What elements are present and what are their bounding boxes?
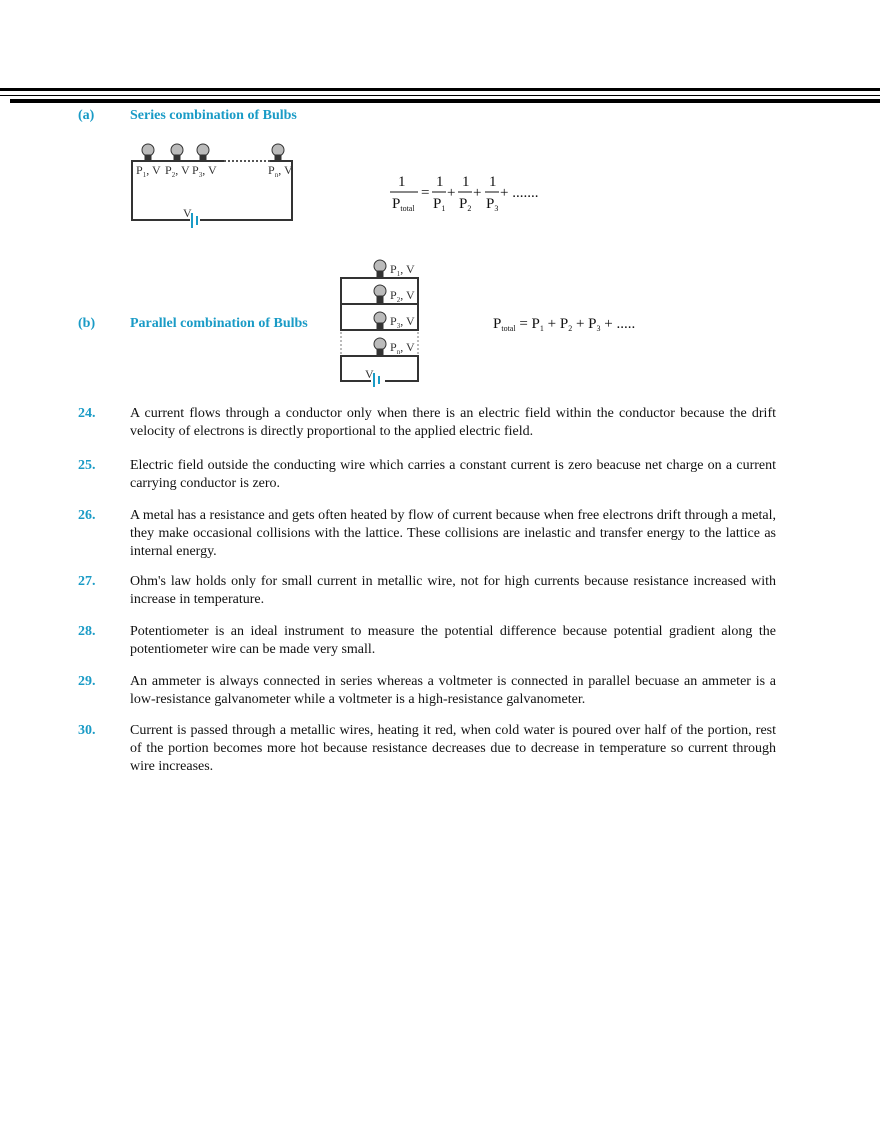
list-item: 27.Ohm's law holds only for small curren… (78, 574, 776, 607)
svg-text:1: 1 (398, 174, 406, 190)
svg-text:1: 1 (462, 174, 470, 190)
bulb-icon (271, 143, 285, 162)
svg-text:V: V (183, 206, 192, 220)
svg-text:1: 1 (436, 174, 444, 190)
list-item: 30.Current is passed through a metallic … (78, 723, 776, 774)
list-item: 26.A metal has a resistance and gets oft… (78, 508, 776, 559)
svg-text:P1, V: P1, V (136, 163, 161, 179)
svg-text:V: V (365, 367, 374, 381)
svg-text:P3: P3 (486, 196, 498, 213)
header-rule (10, 99, 880, 103)
svg-text:P1: P1 (433, 196, 445, 213)
list-item: 28.Potentiometer is an ideal instrument … (78, 624, 776, 657)
svg-text:+ .......: + ....... (500, 185, 538, 201)
list-item: 29.An ammeter is always connected in ser… (78, 674, 776, 707)
svg-text:+: + (447, 185, 455, 201)
section-a-title: Series combination of Bulbs (130, 108, 297, 123)
bulb-icon (373, 284, 387, 305)
parallel-circuit-diagram: P1, V P2, V P3, V Pn, V V (340, 259, 420, 387)
svg-text:Pn, V: Pn, V (390, 340, 415, 356)
bulb-icon (196, 143, 210, 162)
series-circuit-diagram: P1, V P2, V P3, V Pn, V V (131, 143, 293, 228)
series-formula: 1 Ptotal = 1 P1 + 1 P2 + 1 P3 + ....... (390, 174, 538, 213)
bulb-icon (141, 143, 155, 162)
bulb-icon (373, 259, 387, 279)
bulb-icon (170, 143, 184, 162)
svg-text:Ptotal = P1 + P2 + P3 + .....: Ptotal = P1 + P2 + P3 + ..... (493, 316, 635, 333)
list-item: 25.Electric field outside the conducting… (78, 458, 776, 491)
section-b-label: (b) (78, 316, 96, 331)
section-a-label: (a) (78, 108, 95, 123)
svg-text:P2: P2 (459, 196, 471, 213)
section-b-title: Parallel combination of Bulbs (130, 316, 308, 331)
header-rule (0, 88, 880, 91)
list-item: 24.A current flows through a conductor o… (78, 406, 776, 439)
svg-text:P3, V: P3, V (390, 314, 415, 330)
svg-text:P1, V: P1, V (390, 262, 415, 278)
parallel-formula: Ptotal = P1 + P2 + P3 + ..... (493, 316, 635, 333)
svg-text:=: = (421, 185, 429, 201)
svg-text:P3, V: P3, V (192, 163, 217, 179)
svg-text:+: + (473, 185, 481, 201)
bulb-icon (373, 337, 387, 357)
bulb-icon (373, 311, 387, 331)
svg-text:P2, V: P2, V (165, 163, 190, 179)
svg-text:Pn, V: Pn, V (268, 163, 293, 179)
svg-text:P2, V: P2, V (390, 288, 415, 304)
svg-text:Ptotal: Ptotal (392, 196, 415, 213)
svg-text:1: 1 (489, 174, 497, 190)
header-rule (0, 95, 880, 96)
